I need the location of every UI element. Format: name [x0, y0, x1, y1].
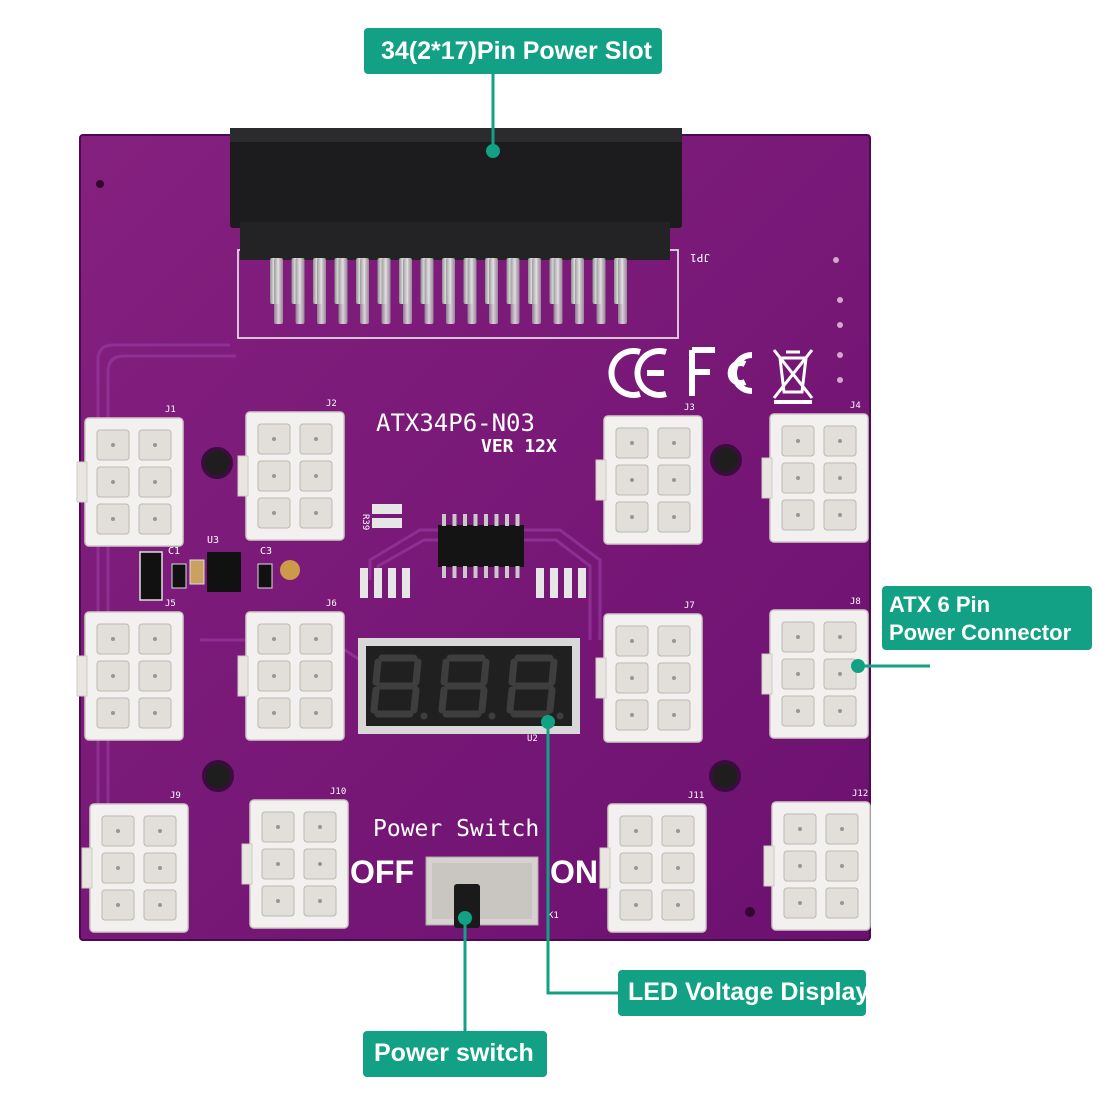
- led-display-callout-text: LED Voltage Display: [628, 978, 870, 1006]
- display-ref-label: U2: [527, 734, 538, 744]
- connector-ref-label: J3: [684, 403, 695, 413]
- atx-6pin-connector-12: [763, 801, 871, 931]
- board-version-label: VER 12X: [481, 436, 557, 457]
- switch-ref-label: K1: [548, 911, 559, 921]
- u3-label: U3: [207, 535, 219, 546]
- atx-6pin-connector-8: [761, 609, 869, 739]
- atx-6pin-connector-7: [595, 613, 703, 743]
- switch-off-label: OFF: [350, 854, 414, 890]
- mounting-holes: [201, 444, 742, 792]
- switch-on-label: ON: [550, 854, 598, 890]
- connector-ref-label: J4: [850, 401, 861, 411]
- connector-ref-label: J1: [165, 405, 176, 415]
- atx-6pin-connector-11: [599, 803, 707, 933]
- power-switch-callout-text: Power switch: [374, 1039, 534, 1067]
- atx-6pin-connector-5: [76, 611, 184, 741]
- atx-connector-callout: ATX 6 Pin Power Connector: [882, 586, 1092, 650]
- atx-6pin-connector-2: [237, 411, 345, 541]
- slot-ref-label: JP1: [690, 251, 710, 264]
- power-slot-34pin: [230, 128, 682, 339]
- power-switch-callout: Power switch: [363, 1031, 547, 1077]
- connector-ref-label: J12: [852, 789, 868, 799]
- atx-connector-callout-line1: ATX 6 Pin: [889, 592, 991, 617]
- c1-label: C1: [168, 546, 180, 557]
- atx-6pin-connector-9: [81, 803, 189, 933]
- power-slot-callout: 34(2*17)Pin Power Slot: [364, 28, 662, 74]
- led-display-callout: LED Voltage Display: [618, 970, 870, 1016]
- connector-ref-label: J7: [684, 601, 695, 611]
- c3-label: C3: [260, 546, 272, 557]
- connector-ref-label: J2: [326, 399, 337, 409]
- led-voltage-display: [358, 638, 580, 734]
- atx-6pin-connector-10: [241, 799, 349, 929]
- connector-ref-label: J8: [850, 597, 861, 607]
- atx-6pin-connector-6: [237, 611, 345, 741]
- atx-connector-callout-line2: Power Connector: [889, 620, 1072, 645]
- connector-ref-label: J6: [326, 599, 337, 609]
- callout-leaders: [458, 74, 930, 1031]
- small-components: [139, 504, 586, 601]
- certification-marks: [608, 347, 814, 404]
- atx-6pin-connector-1: [76, 417, 184, 547]
- connector-ref-label: J5: [165, 599, 176, 609]
- switch-title-label: Power Switch: [373, 816, 539, 842]
- power-slot-callout-text: 34(2*17)Pin Power Slot: [381, 37, 652, 65]
- connector-ref-label: J9: [170, 791, 181, 801]
- connector-ref-label: J11: [688, 791, 704, 801]
- r39-label: R39: [360, 514, 370, 530]
- connector-ref-label: J10: [330, 787, 346, 797]
- weee-bin-icon: [772, 349, 814, 399]
- atx-6pin-connector-4: [761, 413, 869, 543]
- power-switch[interactable]: [425, 856, 539, 928]
- atx-6pin-connector-3: [595, 415, 703, 545]
- board-model-label: ATX34P6-N03: [376, 409, 535, 437]
